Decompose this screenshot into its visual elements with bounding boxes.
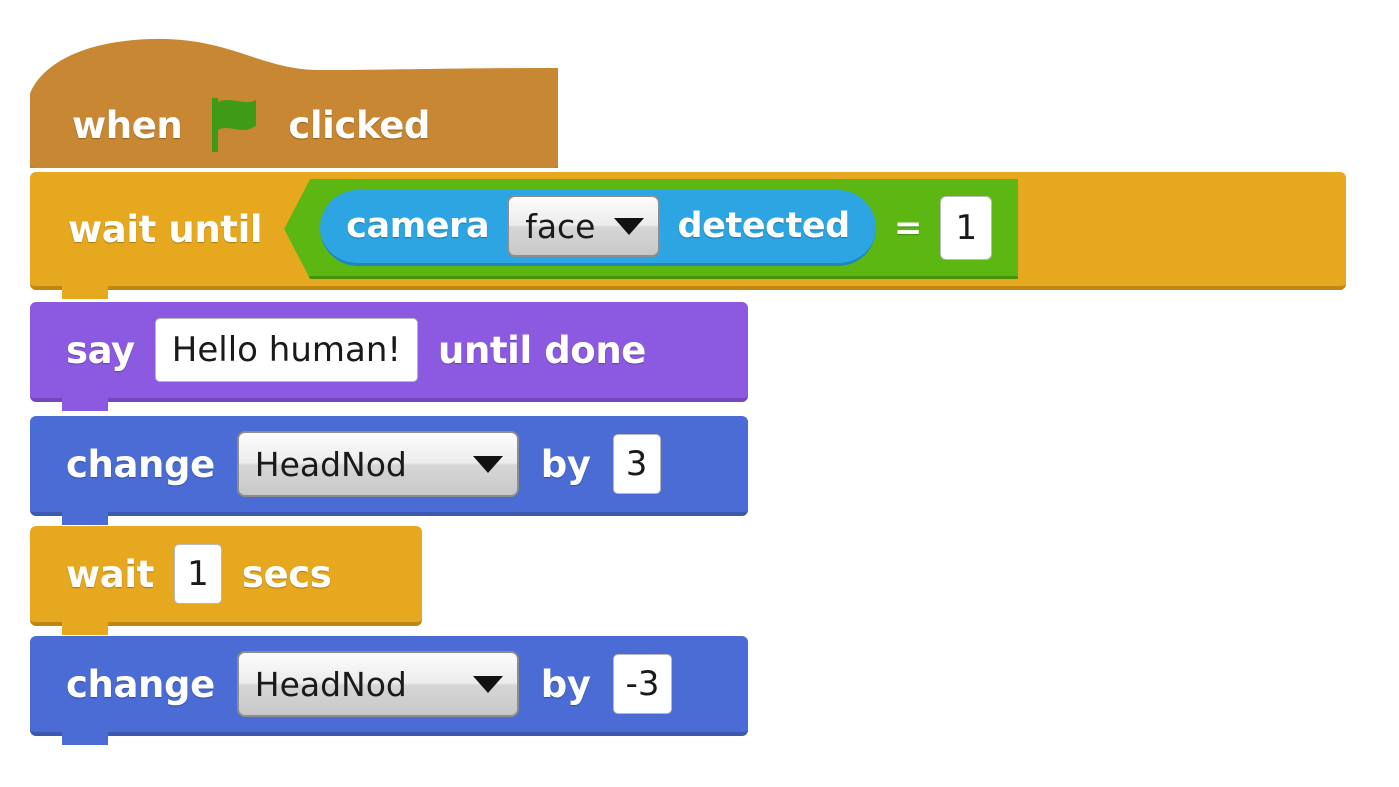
block-top-notch: [62, 302, 108, 315]
wait-until-label: wait until: [68, 207, 263, 251]
until-done-label: until done: [438, 328, 646, 372]
camera-label: camera: [346, 205, 490, 246]
block-bottom-nub: [62, 398, 108, 411]
variable-dropdown[interactable]: HeadNod: [236, 431, 519, 497]
block-top-notch: [62, 416, 108, 429]
block-bottom-nub: [62, 622, 108, 635]
block-bottom-nub: [62, 286, 108, 299]
clicked-label: clicked: [288, 103, 430, 147]
camera-target-dropdown[interactable]: face: [507, 195, 660, 257]
equals-right-input[interactable]: 1: [940, 195, 993, 260]
block-top-notch: [62, 526, 108, 539]
block-change-variable-by[interactable]: change HeadNod by 3: [30, 416, 748, 525]
wait-label: wait: [66, 552, 154, 596]
equals-operator-symbol: =: [893, 207, 923, 248]
secs-label: secs: [241, 552, 332, 596]
change-amount-input[interactable]: 3: [612, 434, 661, 494]
change-label: change: [66, 442, 215, 486]
camera-target-value: face: [525, 206, 596, 246]
wait-seconds-input[interactable]: 1: [173, 544, 222, 604]
block-wait-until[interactable]: wait until camera face detected = 1: [30, 172, 1346, 299]
block-bottom-nub: [62, 512, 108, 525]
variable-name-value: HeadNod: [254, 664, 407, 704]
variable-name-value: HeadNod: [254, 444, 407, 484]
when-label: when: [72, 103, 183, 147]
reporter-camera-detected[interactable]: camera face detected: [320, 189, 876, 266]
chevron-down-icon: [472, 675, 503, 693]
operator-equals-block[interactable]: camera face detected = 1: [284, 179, 1019, 279]
detected-label: detected: [677, 205, 851, 246]
block-wait-secs[interactable]: wait 1 secs: [30, 526, 422, 635]
change-amount-input[interactable]: -3: [612, 654, 673, 714]
by-label: by: [540, 442, 591, 486]
chevron-down-icon: [613, 217, 644, 235]
block-change-variable-by[interactable]: change HeadNod by -3: [30, 636, 748, 745]
block-bottom-nub: [62, 732, 108, 745]
block-when-green-flag-clicked[interactable]: when clicked: [30, 30, 558, 168]
green-flag-icon: [204, 96, 266, 154]
hat-block-content: when clicked: [30, 86, 430, 164]
block-top-notch: [62, 636, 108, 649]
say-text-input[interactable]: Hello human!: [154, 318, 418, 382]
change-label: change: [66, 662, 215, 706]
say-label: say: [66, 328, 135, 372]
block-say-until-done[interactable]: say Hello human! until done: [30, 302, 748, 411]
block-top-notch: [62, 172, 108, 185]
variable-dropdown[interactable]: HeadNod: [236, 651, 519, 717]
chevron-down-icon: [472, 455, 503, 473]
by-label: by: [540, 662, 591, 706]
